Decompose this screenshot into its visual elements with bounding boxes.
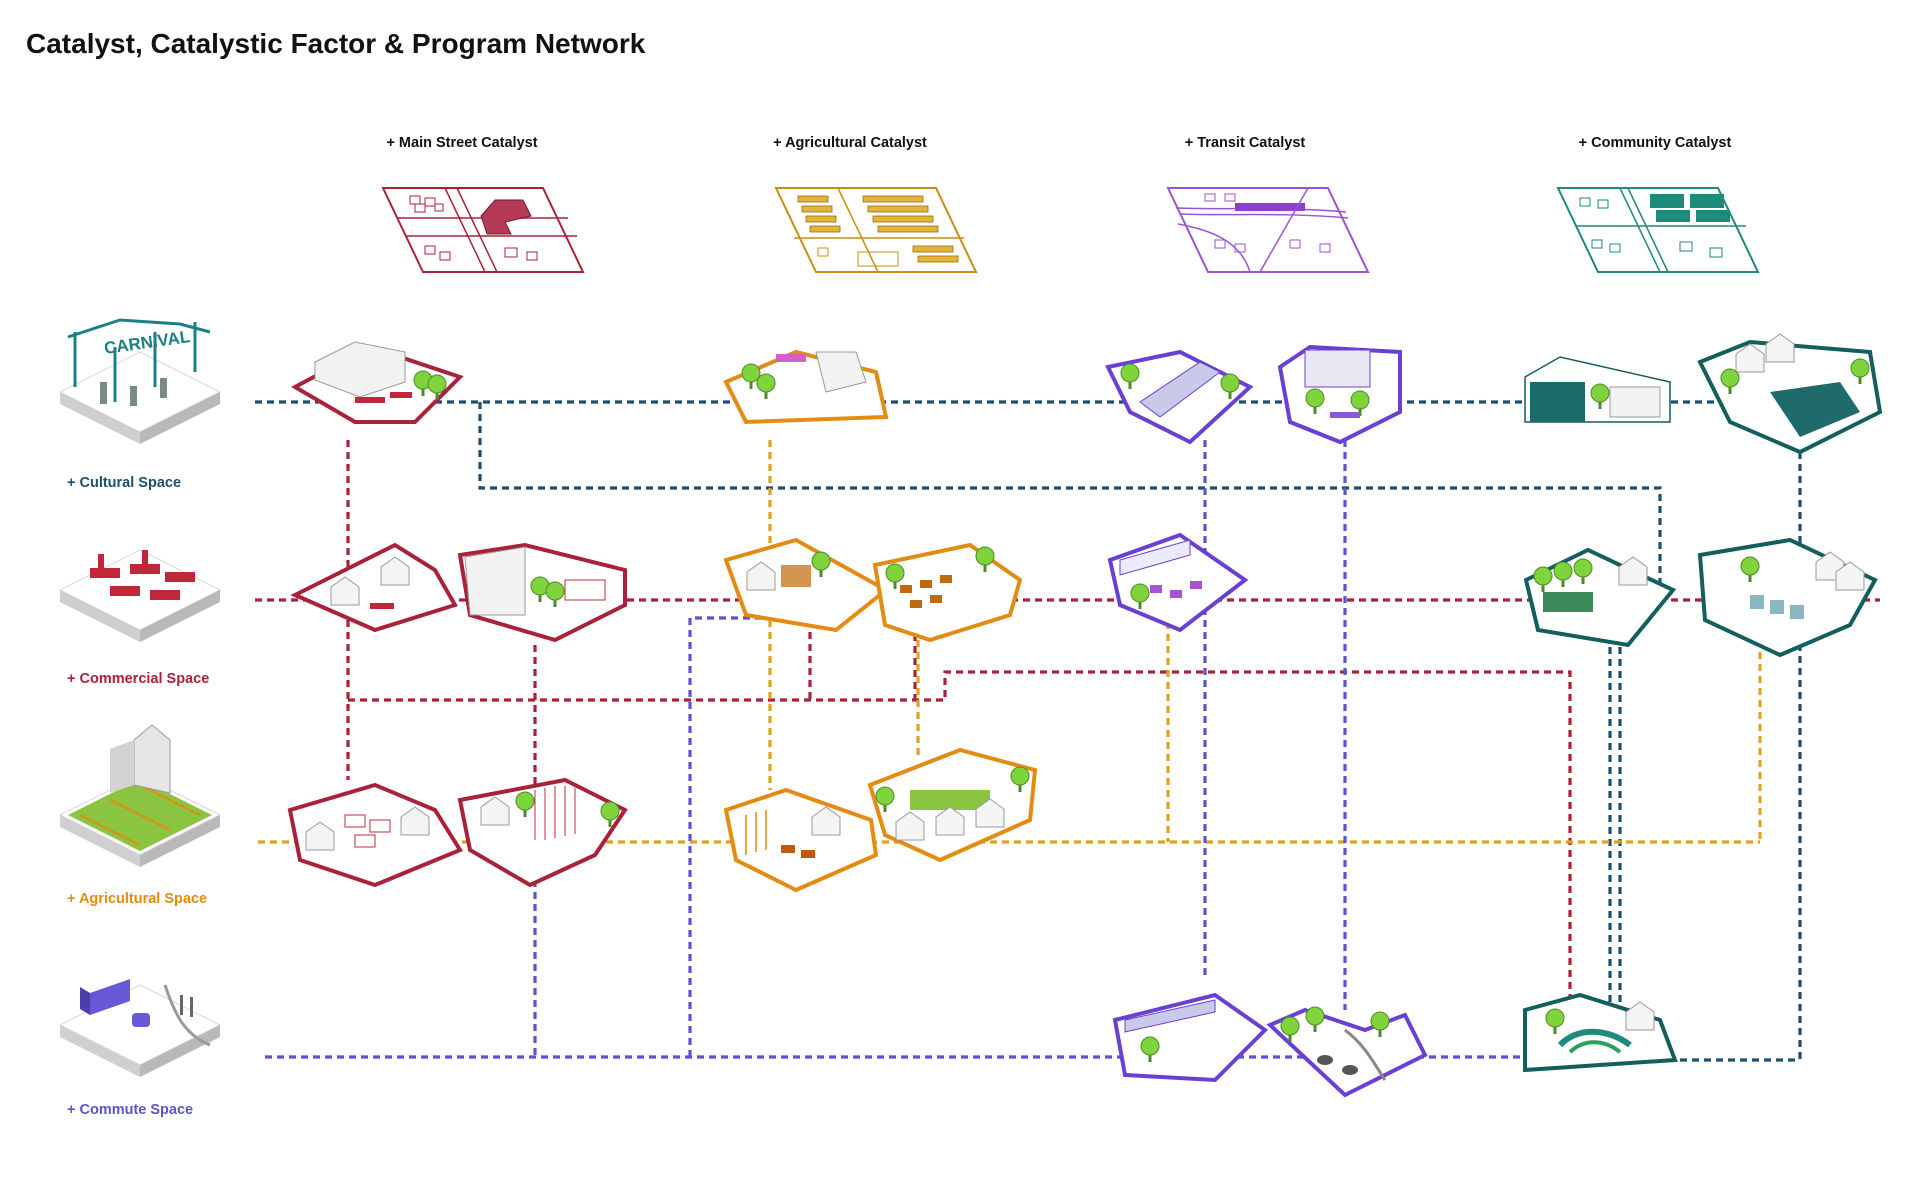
row-label-agricultural-space: + Agricultural Space <box>67 891 208 907</box>
catalyst-heading-transit: + Transit Catalyst <box>1184 135 1306 151</box>
node-community-cultural-2 <box>1697 333 1883 455</box>
node-transit-commercial <box>1107 532 1249 633</box>
commute-space-icon <box>59 979 221 1078</box>
agricultural-site-plan <box>774 187 978 273</box>
row-label-cultural-space: + Cultural Space <box>67 475 182 491</box>
page-title: Catalyst, Catalystic Factor & Program Ne… <box>26 28 646 59</box>
carnival-sign: CARNIVAL <box>103 327 191 358</box>
node-agricultural-agricultural-1 <box>723 787 879 893</box>
node-main-street-cultural <box>290 341 464 424</box>
row-label-commute-space: + Commute Space <box>67 1102 194 1118</box>
node-agricultural-cultural <box>723 349 889 425</box>
node-community-commercial-1 <box>1523 547 1677 648</box>
node-transit-commute-1 <box>1112 992 1269 1083</box>
node-community-commercial-2 <box>1697 537 1878 658</box>
node-agricultural-commercial-1 <box>723 537 890 633</box>
agricultural-space-icon <box>59 724 221 868</box>
node-main-street-agricultural-1 <box>287 782 463 888</box>
transit-site-plan <box>1166 187 1370 273</box>
node-main-street-agricultural-2 <box>457 777 628 888</box>
cultural-space-icon: CARNIVAL <box>59 318 221 445</box>
row-label-commercial-space: + Commercial Space <box>67 671 210 687</box>
cultural-network-lines <box>255 400 1880 1062</box>
node-community-cultural-1 <box>1524 356 1671 423</box>
node-main-street-commercial-2 <box>457 542 627 643</box>
commute-network-lines <box>265 440 1545 1059</box>
node-community-commute <box>1523 992 1678 1073</box>
catalyst-heading-main-street: + Main Street Catalyst <box>386 135 538 151</box>
commercial-space-icon <box>59 549 221 643</box>
catalyst-heading-agricultural: + Agricultural Catalyst <box>773 135 927 151</box>
node-transit-commute-2 <box>1266 1006 1428 1098</box>
node-main-street-commercial-1 <box>290 542 458 633</box>
main-street-site-plan <box>381 187 585 273</box>
node-transit-cultural-2 <box>1277 344 1402 445</box>
node-agricultural-commercial-2 <box>872 542 1023 643</box>
catalyst-heading-community: + Community Catalyst <box>1578 135 1732 151</box>
node-agricultural-agricultural-2 <box>867 747 1038 863</box>
commercial-network-lines <box>255 440 1880 1000</box>
node-transit-cultural-1 <box>1105 349 1254 445</box>
community-site-plan <box>1556 187 1760 273</box>
